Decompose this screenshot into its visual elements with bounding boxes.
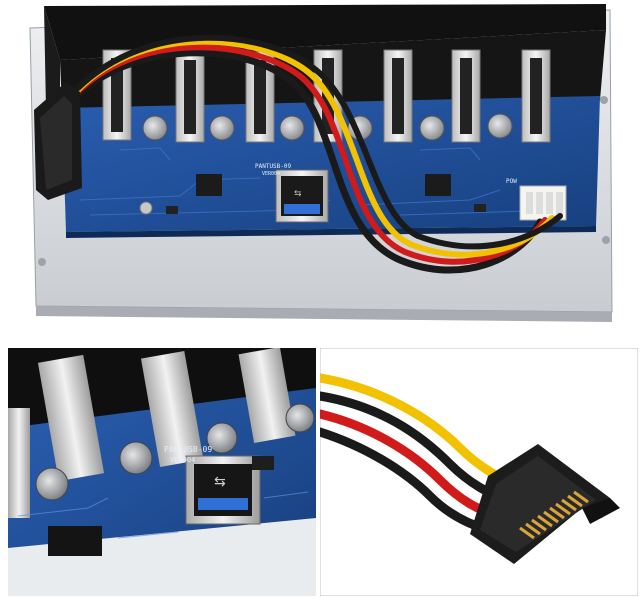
- sata-power-plug-icon: [470, 444, 620, 564]
- usb3-port: ⇆: [185, 455, 261, 525]
- svg-text:⇆: ⇆: [214, 474, 226, 490]
- usb2-port-row: [8, 348, 296, 518]
- usb3-port: ⇆: [275, 169, 329, 223]
- product-photo-closeup-ports: ⇆ PANTUSB-09 VER004: [8, 348, 316, 596]
- sata-power-plug-icon: [34, 82, 82, 200]
- product-photo-front-panel: ⇆ PANTUSB-09 VER004 POW: [29, 4, 613, 322]
- screw: [139, 201, 153, 215]
- silkscreen-model-label: PANTUSB-09: [164, 445, 212, 454]
- usb-a-port-icon: [451, 49, 481, 143]
- usb-a-port-icon: [383, 49, 413, 143]
- controller-chip: [48, 526, 102, 556]
- silkscreen-power-label: POW: [506, 178, 517, 185]
- product-photo-sata-connector: [320, 348, 638, 596]
- silkscreen-version-label: VER004: [262, 171, 280, 177]
- sata-connector-illustration: [320, 348, 638, 596]
- controller-chips: [166, 174, 486, 214]
- usb-a-port-icon: [175, 51, 205, 143]
- silkscreen-version-label: VER004: [170, 456, 195, 464]
- capacitor-row: [35, 403, 315, 501]
- front-panel-illustration: ⇆ PANTUSB-09 VER004 POW: [29, 4, 613, 322]
- silkscreen-model-label: PANTUSB-09: [255, 163, 292, 170]
- svg-text:⇆: ⇆: [294, 189, 302, 199]
- 4-pin-power-header-icon: [519, 185, 567, 221]
- closeup-ports-illustration: ⇆ PANTUSB-09 VER004: [8, 348, 316, 596]
- power-cable-wires: [62, 34, 563, 274]
- usb-a-port-icon: [521, 49, 551, 143]
